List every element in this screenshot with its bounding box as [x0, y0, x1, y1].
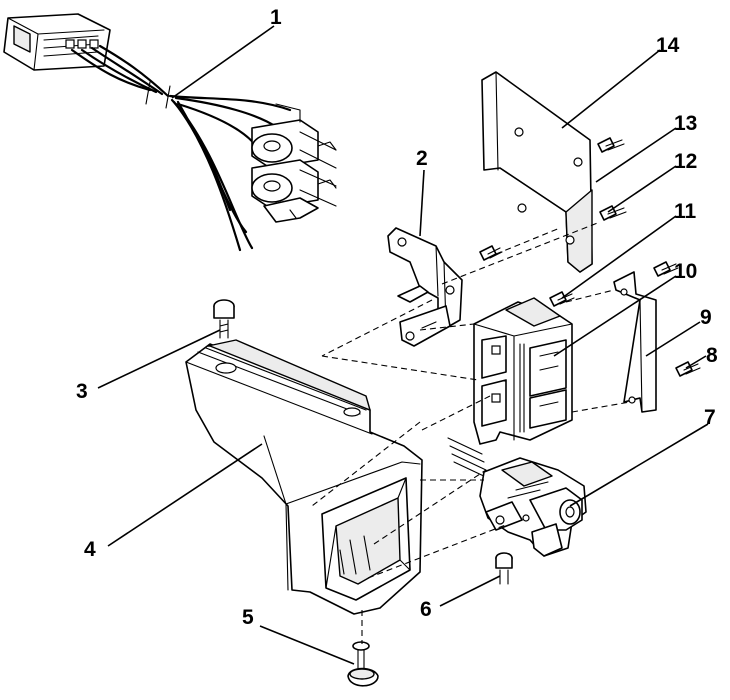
leader-7	[569, 423, 709, 507]
callout-1: 1	[270, 6, 282, 29]
callout-5: 5	[242, 606, 254, 629]
callout-3: 3	[76, 380, 88, 403]
callout-13: 13	[674, 112, 697, 135]
leader-9	[645, 321, 701, 357]
switch-block-icon	[473, 297, 573, 445]
leader-12	[607, 165, 677, 213]
switch-assembly-icon	[447, 437, 587, 557]
callout-11: 11	[674, 200, 697, 223]
callout-7: 7	[704, 406, 716, 429]
callout-10: 10	[674, 260, 697, 283]
screw-icon	[495, 552, 513, 585]
callout-14: 14	[656, 34, 680, 57]
leader-13	[595, 127, 677, 183]
assembly-guide-lines	[311, 221, 631, 644]
leader-14	[561, 49, 661, 129]
callout-8: 8	[706, 344, 718, 367]
leader-4	[107, 443, 263, 547]
leader-2	[419, 169, 425, 237]
screw-icon	[479, 137, 701, 377]
plate-icon	[613, 271, 657, 413]
wiring-harness-icon	[3, 13, 337, 252]
leader-1	[171, 25, 275, 99]
leader-6	[439, 575, 501, 607]
housing-icon	[185, 339, 423, 615]
callout-12: 12	[674, 150, 697, 173]
leader-10	[553, 275, 677, 357]
screw-icon	[213, 299, 235, 339]
mounting-bracket-icon	[481, 71, 593, 273]
callout-4: 4	[84, 538, 96, 561]
leader-3	[97, 329, 221, 389]
leader-11	[561, 215, 677, 299]
callout-2: 2	[416, 147, 428, 170]
leader-8	[685, 355, 707, 369]
callout-9: 9	[700, 306, 712, 329]
leader-5	[259, 625, 355, 665]
bracket-icon	[387, 227, 463, 347]
callout-6: 6	[420, 598, 432, 621]
knob-icon	[347, 641, 379, 687]
callout-labels: 1 2 3 4 5 6 7 8 9 10 11 12 13 14	[76, 6, 718, 629]
leader-lines	[97, 25, 709, 665]
